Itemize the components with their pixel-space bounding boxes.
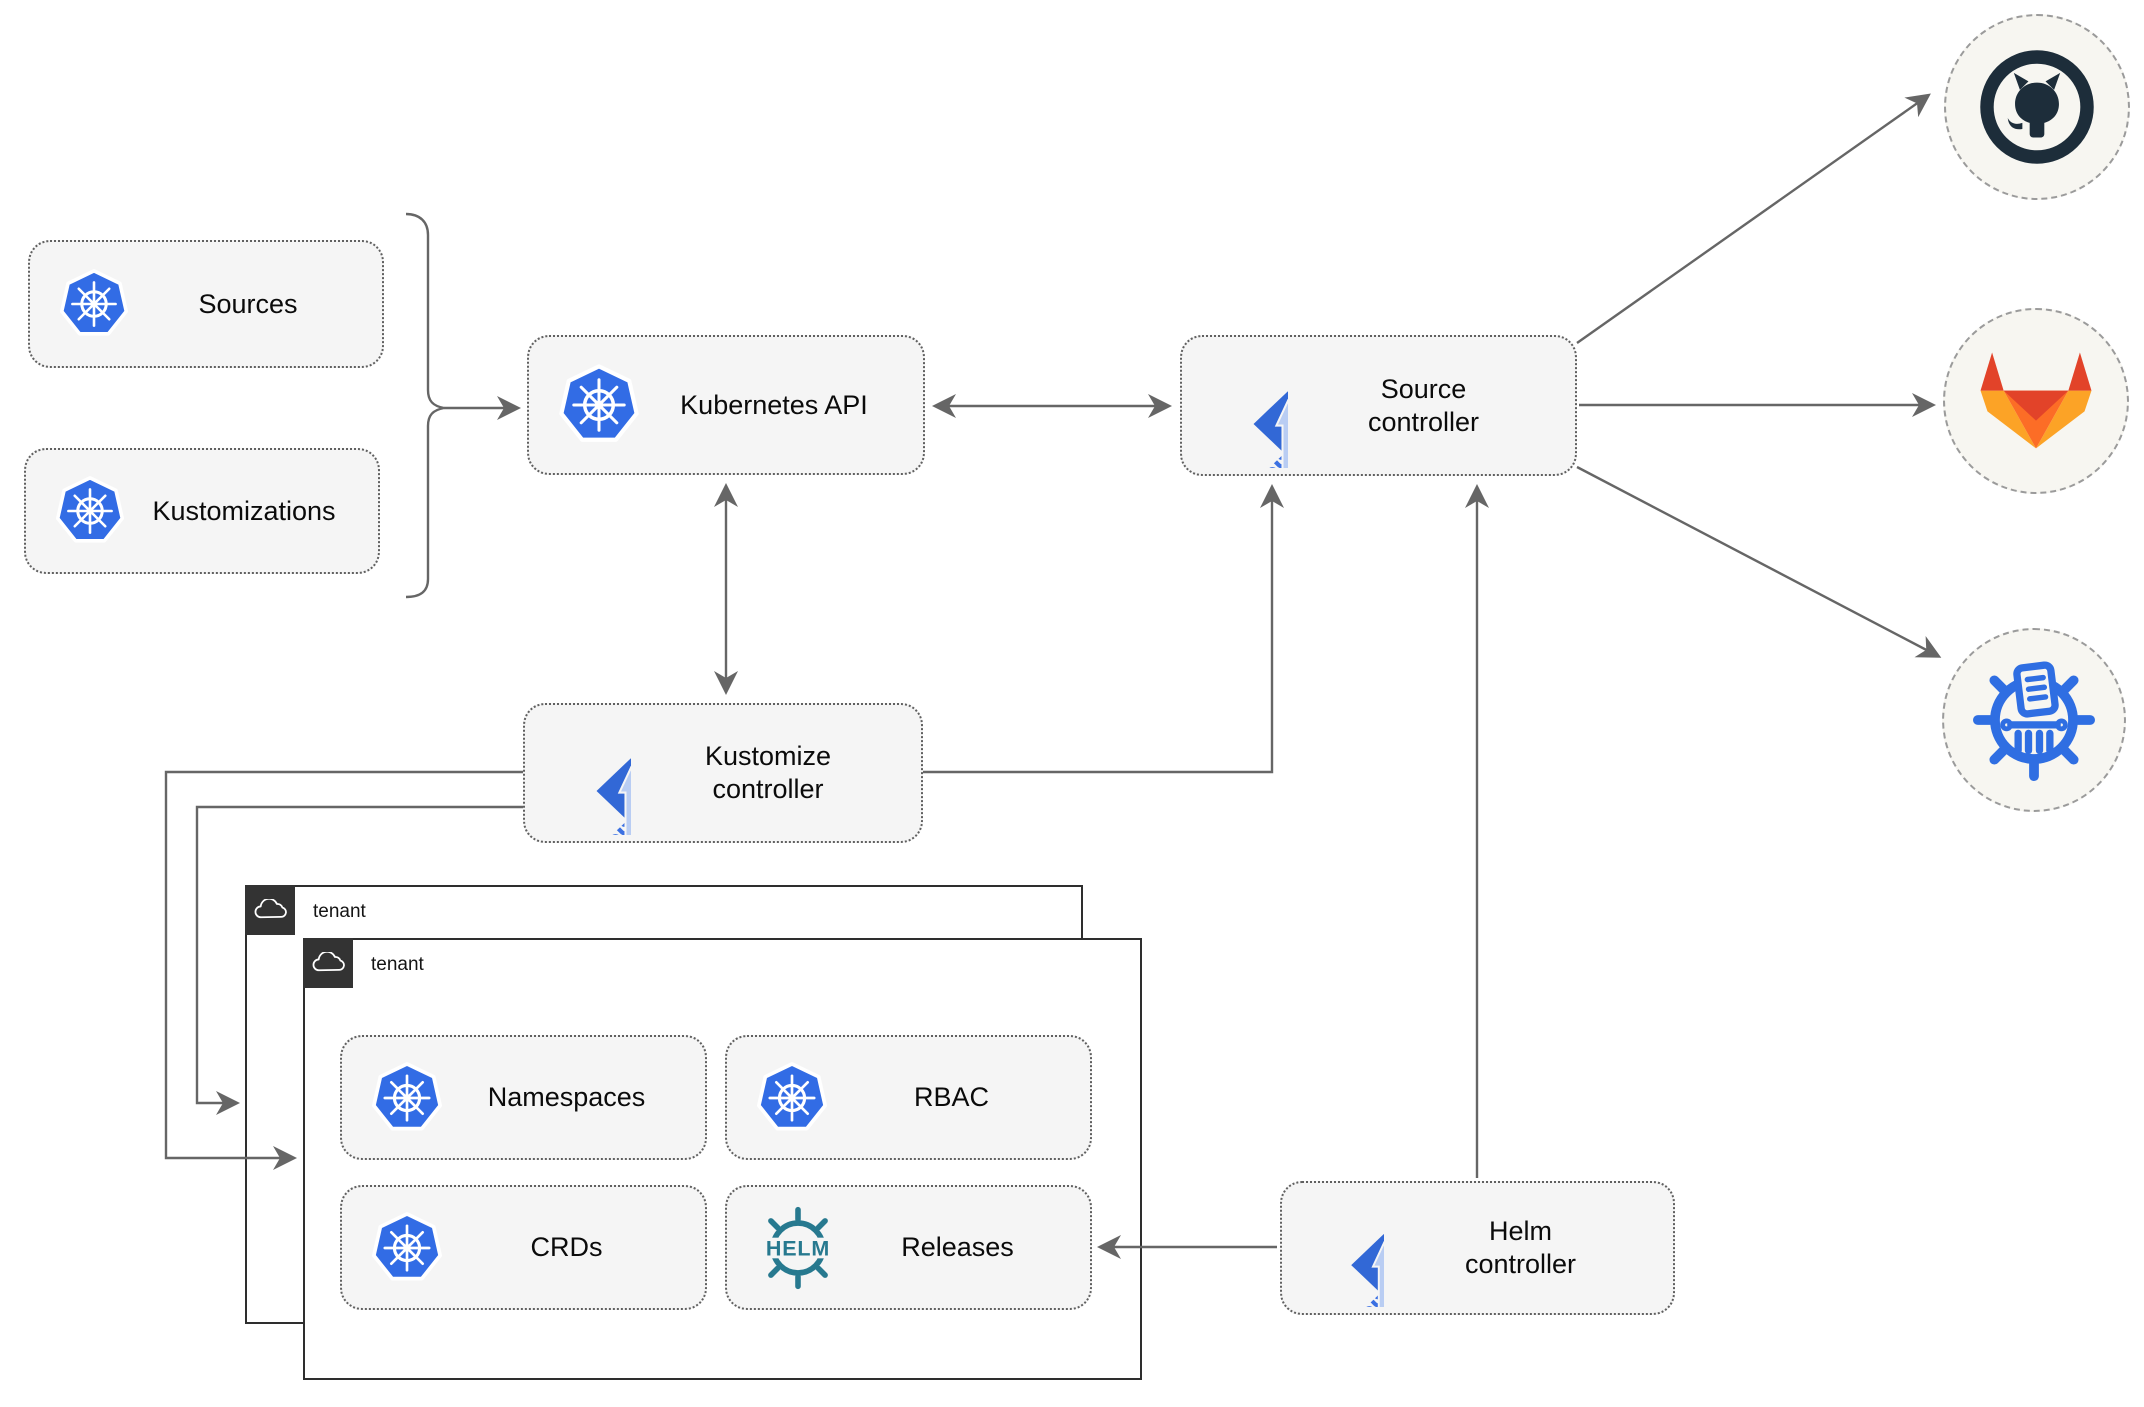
github-icon [1976, 46, 2098, 168]
kubernetes-api-label: Kubernetes API [680, 389, 868, 420]
namespaces-node: Namespaces [340, 1035, 707, 1160]
releases-node: HELM Releases [725, 1185, 1092, 1310]
kustomizations-node: Kustomizations [24, 448, 380, 574]
kustomizations-label: Kustomizations [152, 495, 336, 526]
cloud-icon [245, 885, 295, 935]
kubernetes-icon [54, 475, 126, 547]
sources-label: Sources [198, 288, 298, 319]
gitlab-endpoint [1943, 308, 2129, 494]
flux-icon [549, 711, 631, 835]
helm-logo-text: HELM [766, 1236, 830, 1260]
edge-source-controller-to-kustomize-endpoint [1576, 465, 1942, 658]
bracket-sources-group [405, 212, 445, 599]
kustomize-controller-label: Kustomize controller [704, 741, 832, 804]
helm-controller-node: Helm controller [1280, 1181, 1675, 1315]
flux-icon [1306, 1189, 1384, 1307]
flux-icon [1206, 344, 1288, 468]
tenant-outer-label: tenant [313, 901, 366, 922]
helm-controller-label: Helm controller [1464, 1216, 1577, 1279]
tenant-inner-label: tenant [371, 954, 424, 975]
rbac-label: RBAC [913, 1082, 989, 1113]
source-controller-label: Source controller [1367, 373, 1480, 437]
github-endpoint [1944, 14, 2130, 200]
kubernetes-icon [370, 1211, 444, 1285]
kubernetes-api-node: Kubernetes API [527, 335, 925, 475]
kubernetes-icon [755, 1061, 829, 1135]
namespaces-label: Namespaces [487, 1082, 646, 1113]
releases-label: Releases [901, 1232, 1014, 1263]
sources-node: Sources [28, 240, 384, 368]
edge-source-controller-to-github [1576, 93, 1931, 344]
gitlab-icon [1978, 349, 2094, 453]
rbac-node: RBAC [725, 1035, 1092, 1160]
helm-icon: HELM [755, 1205, 841, 1291]
cloud-icon [303, 938, 353, 988]
kustomize-controller-node: Kustomize controller [523, 703, 923, 843]
kubernetes-icon [370, 1061, 444, 1135]
kubernetes-icon [58, 268, 130, 340]
crds-label: CRDs [530, 1232, 603, 1263]
kustomize-endpoint [1942, 628, 2126, 812]
source-controller-node: Source controller [1180, 335, 1577, 476]
kustomize-icon [1973, 659, 2095, 781]
crds-node: CRDs [340, 1185, 707, 1310]
edge-kustomize-controller-to-source-controller [923, 484, 1284, 774]
kubernetes-icon [557, 363, 641, 447]
